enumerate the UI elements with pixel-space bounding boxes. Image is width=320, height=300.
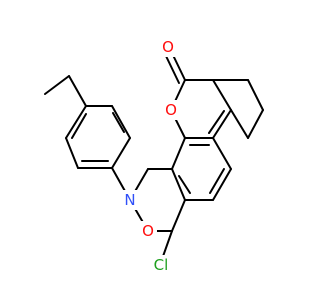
bond [247,79,264,111]
bond [65,137,79,169]
atom-label-oxygen-carbonyl: O [162,38,174,56]
atom-label-backdrop [139,221,157,241]
atom-label-chlorine: Cl [154,256,169,274]
bond [171,168,186,201]
bond [44,75,70,95]
bond [71,113,87,139]
bond [212,168,232,201]
bond [171,199,186,232]
bond [178,175,191,194]
bond [212,137,232,170]
atom-label-backdrop [162,100,180,120]
atom-label-backdrop [147,255,175,275]
bond [111,105,131,139]
bond [111,137,131,169]
bond [112,112,125,133]
bond [208,110,225,134]
bond [68,75,87,107]
bond [230,109,249,139]
atom-label-oxygen-oxazine: O [142,222,154,240]
atom-label-backdrop [121,190,139,210]
bond [212,79,232,111]
atom-label-nitrogen: N [124,191,135,209]
bond [165,55,180,84]
bond [171,52,186,81]
atom-label-layer: O O O N Cl [121,37,180,275]
bond [65,105,87,139]
molecule-drawing: O O O N Cl [44,37,264,275]
atom-label-backdrop [159,37,177,57]
structure-diagram: O O O N Cl [44,37,264,275]
bond [209,168,225,194]
bond [247,109,264,139]
atom-label-oxygen-ring: O [165,101,177,119]
bond [212,109,232,139]
bond [171,137,186,170]
